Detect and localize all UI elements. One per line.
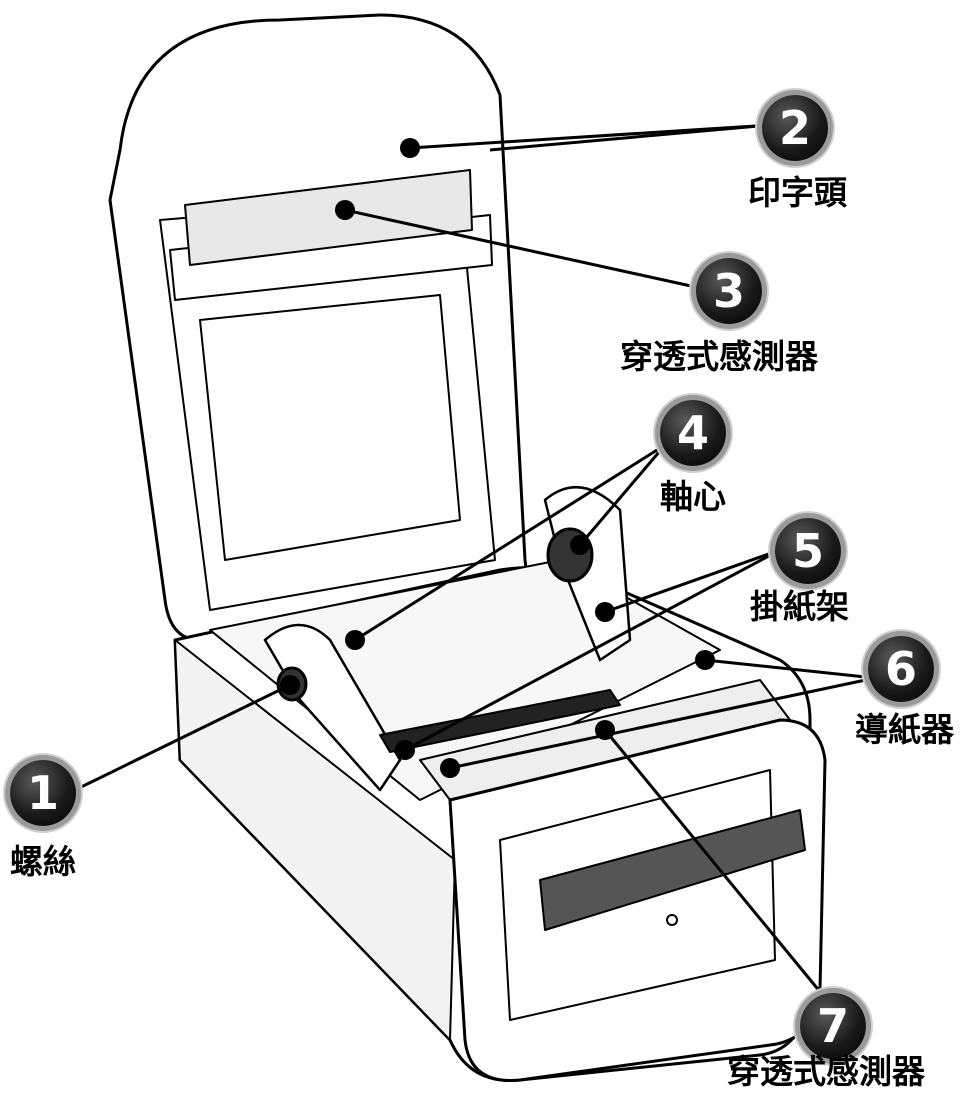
leader-endpoints [280,138,715,778]
leader-dot-3 [335,200,355,220]
leader-dot-2a [400,138,420,158]
paper-guide-rail [379,689,621,753]
callout-label-3: 穿透式感測器 [620,337,818,376]
leader-dot-4a [345,630,365,650]
tear-bar [539,809,806,931]
leader-line-2a [409,123,771,150]
callout-badge-4: 4 [660,400,726,466]
callout-badge-7: 7 [800,993,866,1059]
leader-line-6a [449,676,876,770]
leader-line-4a [354,443,666,642]
front-led [666,914,678,926]
leader-line-1 [74,683,291,792]
leader-line-6b [704,658,876,680]
callout-badge-5: 5 [775,518,841,584]
left-paper-holder [263,623,402,792]
callout-label-2: 印字頭 [748,173,847,212]
leader-dot-6b [695,650,715,670]
callout-label-6: 導紙器 [855,710,954,749]
callout-label-7: 穿透式感測器 [727,1052,925,1091]
leader-lines [74,123,876,1011]
printhead-bar [184,169,473,266]
callout-badge-6: 6 [868,636,934,702]
leader-line-5a [404,548,781,752]
callout-label-4: 軸心 [660,477,726,516]
leader-line-5b [604,548,781,614]
leader-dot-5a [395,740,415,760]
leader-line-2b [489,123,771,152]
leader-dot-4b [570,535,590,555]
leader-dot-6a [440,758,460,778]
leader-dot-7 [595,720,615,740]
leader-line-3 [344,208,701,290]
callout-badge-2: 2 [762,95,828,161]
callout-label-1: 螺絲 [10,842,76,881]
leader-line-4b [578,444,667,546]
leader-dot-5b [595,602,615,622]
printer-illustration [108,13,827,1082]
leader-dot-1 [280,675,300,695]
leader-line-7 [603,729,837,1011]
callout-badge-3: 3 [696,258,762,324]
lid-inner-recess [199,294,461,561]
base-side [174,639,456,1041]
callout-badge-1: 1 [10,760,76,826]
callout-label-5: 掛紙架 [750,587,849,626]
